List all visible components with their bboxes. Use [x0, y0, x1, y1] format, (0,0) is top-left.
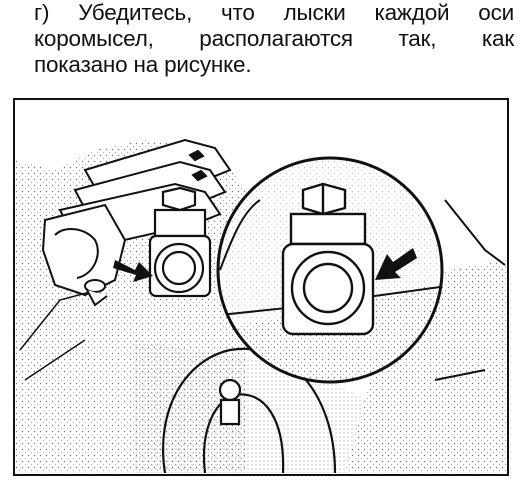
- fitting: [84, 279, 108, 307]
- instruction-line-1: г) Убедитесь, что лыски каждой оси: [34, 0, 514, 25]
- illustration-frame: [13, 98, 509, 476]
- arrow-indicator-left: [113, 260, 153, 282]
- arrow-indicator-right: [375, 248, 417, 280]
- rocker-shaft-illustration: [15, 138, 506, 473]
- lower-bore: [162, 347, 337, 473]
- loupe-ring: [216, 156, 444, 384]
- instruction-line-3: показано на рисунке.: [34, 52, 252, 77]
- rocker-shaft-small: [148, 186, 212, 298]
- right-housing: [434, 199, 506, 381]
- instruction-line-2: коромысел, располагаются так, как: [34, 26, 514, 51]
- instruction-text: г) Убедитесь, что лыски каждой оси кором…: [34, 0, 514, 78]
